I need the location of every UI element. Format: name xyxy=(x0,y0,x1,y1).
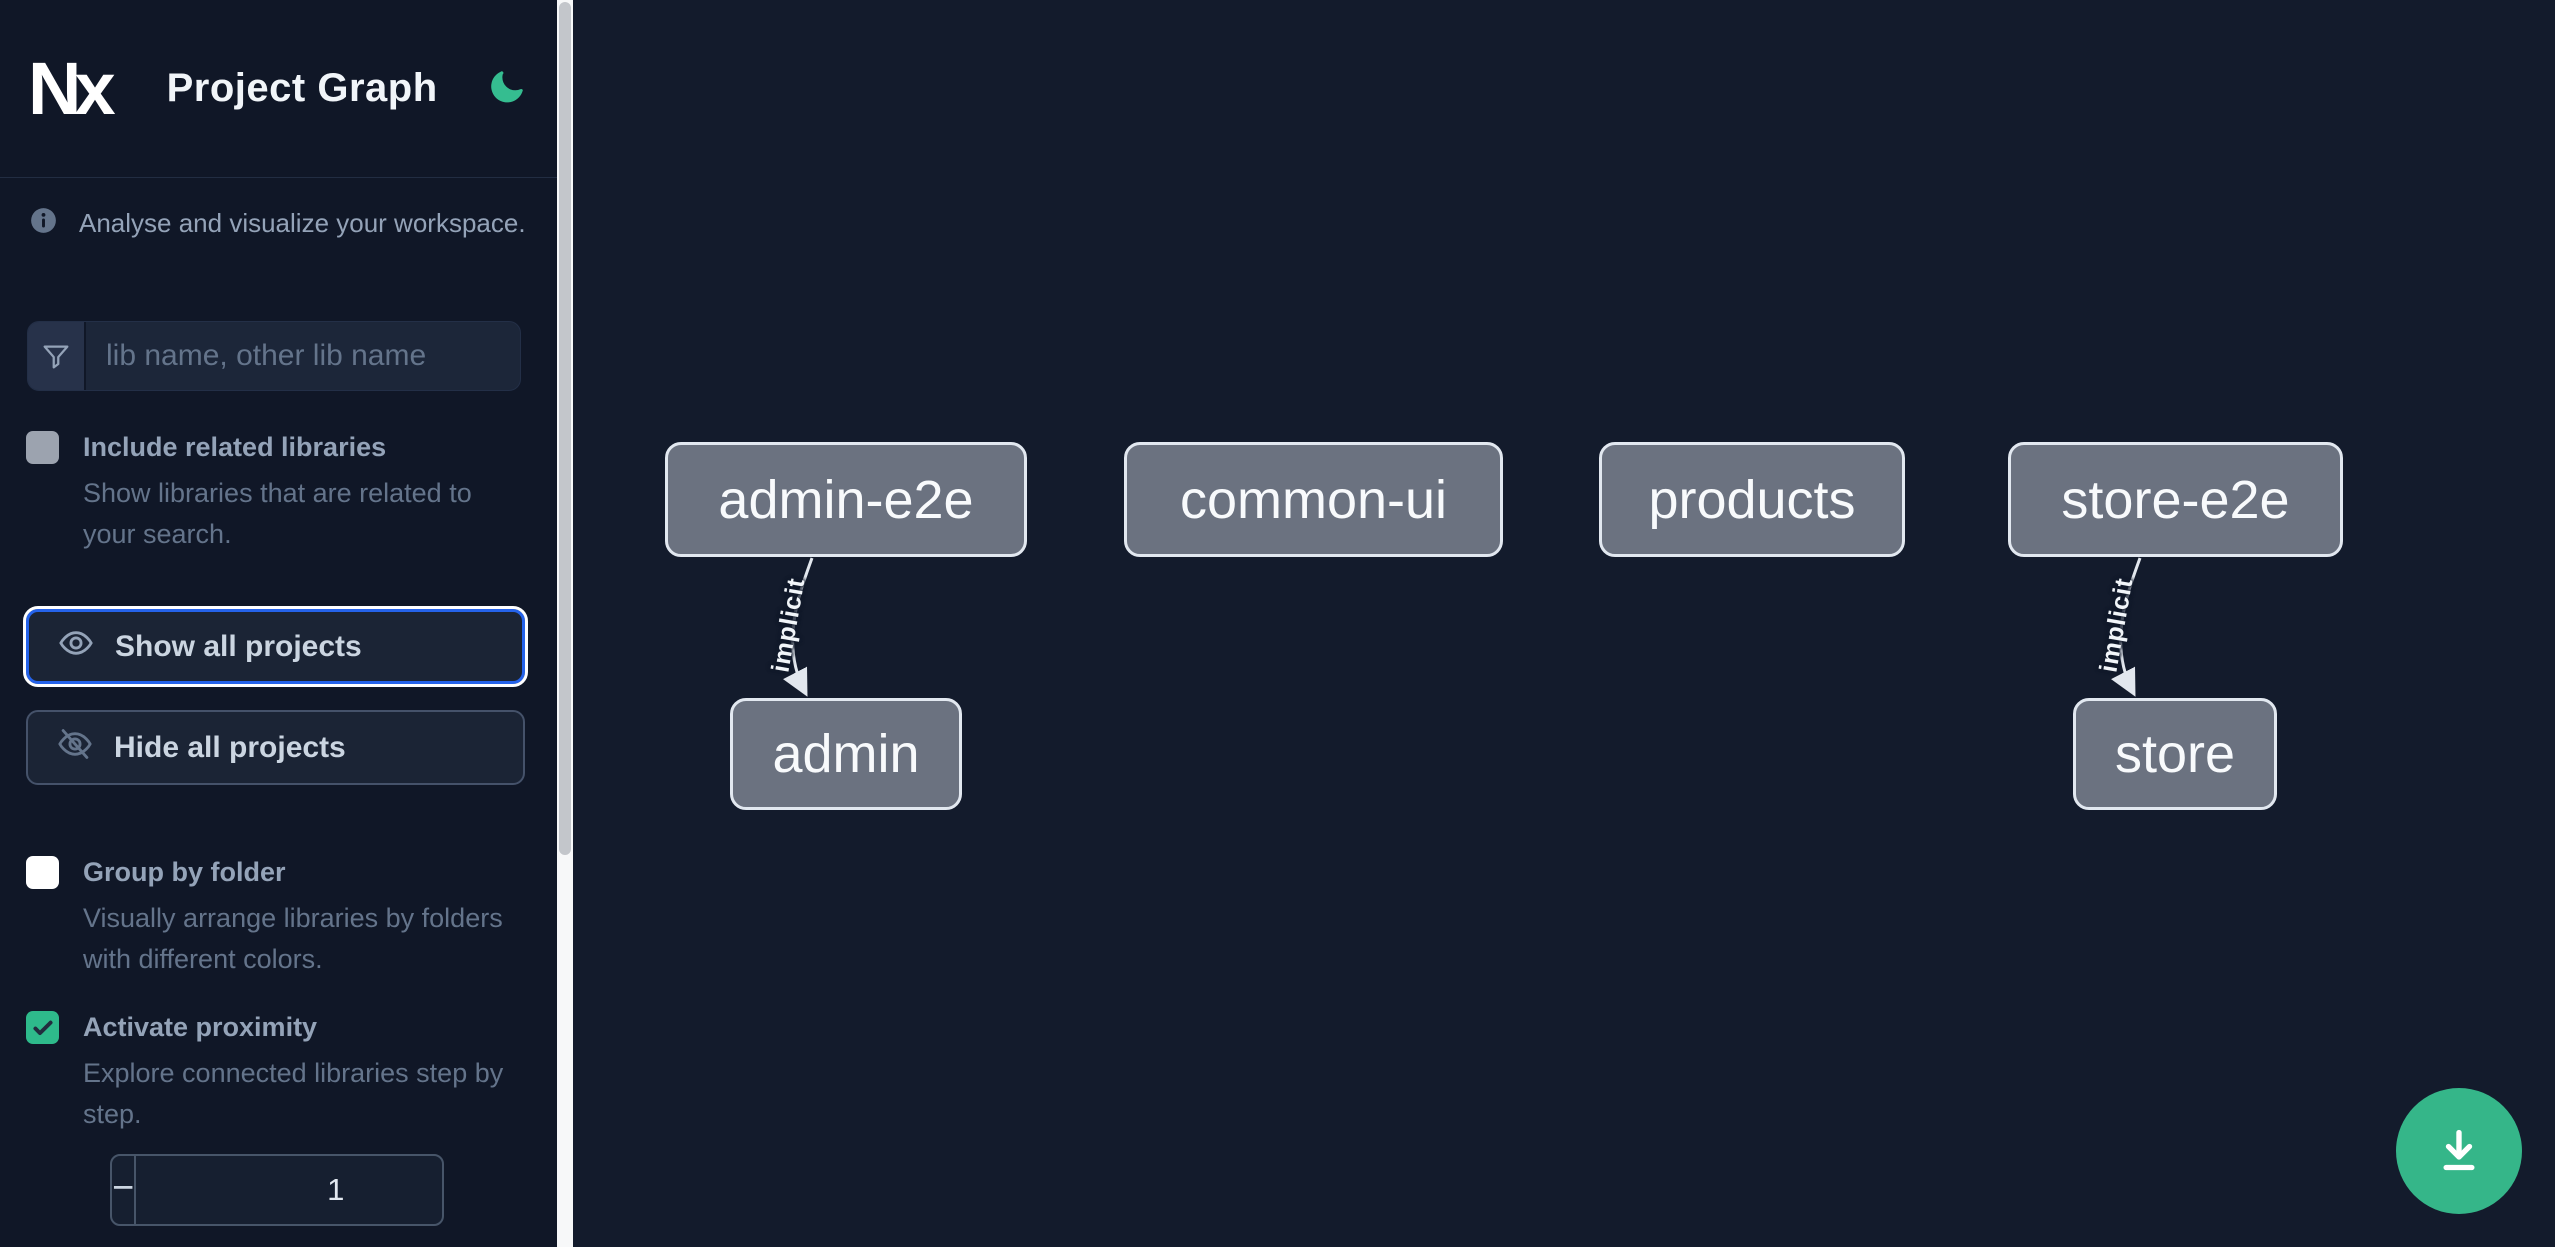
show-all-projects-label: Show all projects xyxy=(115,629,362,663)
show-all-projects-button[interactable]: Show all projects xyxy=(23,606,528,687)
hide-all-projects-label: Hide all projects xyxy=(114,730,346,764)
include-related-option: Include related libraries Show libraries… xyxy=(0,430,557,555)
filter-input-group xyxy=(27,321,521,391)
sidebar: Nx Project Graph Analyse and visualize y… xyxy=(0,0,557,1247)
nx-logo: Nx xyxy=(28,46,116,130)
filter-input[interactable] xyxy=(86,322,520,390)
scrollbar-thumb[interactable] xyxy=(559,2,571,855)
info-icon xyxy=(30,207,57,239)
activate-proximity-checkbox[interactable] xyxy=(26,1011,59,1044)
include-related-checkbox[interactable] xyxy=(26,431,59,464)
graph-node-common-ui[interactable]: common-ui xyxy=(1124,442,1503,557)
graph-node-products[interactable]: products xyxy=(1599,442,1905,557)
activate-proximity-description: Explore connected libraries step by step… xyxy=(83,1058,504,1129)
graph-edges xyxy=(783,557,2142,697)
graph-node-store-e2e[interactable]: store-e2e xyxy=(2008,442,2343,557)
sidebar-header: Nx Project Graph xyxy=(0,0,557,178)
eye-icon xyxy=(57,624,95,670)
group-by-folder-label: Group by folder xyxy=(83,857,286,887)
group-by-folder-checkbox[interactable] xyxy=(26,856,59,889)
graph-node-admin[interactable]: admin xyxy=(730,698,962,810)
theme-toggle-button[interactable] xyxy=(488,70,526,108)
graph-node-admin-e2e[interactable]: admin-e2e xyxy=(665,442,1027,557)
graph-node-store[interactable]: store xyxy=(2073,698,2277,810)
group-by-folder-description: Visually arrange libraries by folders wi… xyxy=(83,903,503,974)
proximity-depth-value[interactable] xyxy=(136,1156,442,1224)
workspace-info-text: Analyse and visualize your workspace. xyxy=(79,207,526,238)
group-by-folder-option: Group by folder Visually arrange librari… xyxy=(0,855,557,980)
sidebar-scrollbar xyxy=(557,0,573,1247)
hide-all-projects-button[interactable]: Hide all projects xyxy=(26,710,525,785)
download-graph-button[interactable] xyxy=(2396,1088,2522,1214)
moon-icon xyxy=(488,68,526,109)
include-related-label: Include related libraries xyxy=(83,432,387,462)
decrement-button[interactable]: − xyxy=(112,1156,137,1224)
eye-off-icon xyxy=(56,725,94,771)
download-icon xyxy=(2431,1122,2487,1181)
activate-proximity-option: Activate proximity Explore connected lib… xyxy=(0,1010,557,1135)
graph-edge-admin-e2e-admin xyxy=(783,557,814,697)
include-related-description: Show libraries that are related to your … xyxy=(83,478,472,549)
page-title: Project Graph xyxy=(166,66,438,110)
proximity-depth-stepper: − + xyxy=(110,1154,444,1226)
graph-edge-store-e2e-store xyxy=(2111,557,2142,697)
funnel-icon xyxy=(28,322,86,390)
activate-proximity-label: Activate proximity xyxy=(83,1012,318,1042)
workspace-info: Analyse and visualize your workspace. xyxy=(30,207,527,239)
